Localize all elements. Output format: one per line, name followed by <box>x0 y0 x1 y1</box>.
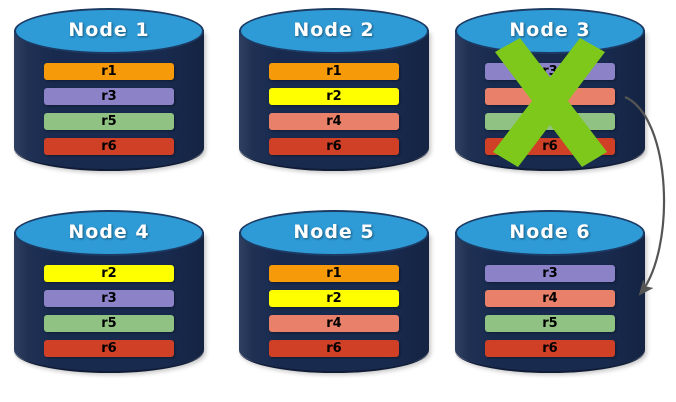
record-bar[interactable]: r2 <box>269 290 399 307</box>
node-3-label: Node 3 <box>509 19 591 41</box>
record-bar[interactable]: r5 <box>485 315 615 332</box>
record-bar[interactable]: r3 <box>485 63 615 80</box>
node-2[interactable]: Node 2 r1 r2 r4 r6 <box>239 8 429 188</box>
node-3-record-list: r3 r4 r5 r6 <box>485 63 615 155</box>
record-bar[interactable]: r3 <box>485 265 615 282</box>
node-1-record-list: r1 r3 r5 r6 <box>44 63 174 155</box>
node-1-label: Node 1 <box>68 19 150 41</box>
record-bar[interactable]: r3 <box>44 88 174 105</box>
record-bar[interactable]: r3 <box>44 290 174 307</box>
node-6[interactable]: Node 6 r3 r4 r5 r6 <box>455 210 645 390</box>
node-4-cylinder-top <box>14 210 204 256</box>
node-5-cylinder-top <box>239 210 429 256</box>
record-bar[interactable]: r4 <box>485 290 615 307</box>
node-5-label: Node 5 <box>293 221 375 243</box>
node-6-cylinder-top <box>455 210 645 256</box>
record-bar[interactable]: r2 <box>44 265 174 282</box>
node-1-cylinder-top <box>14 8 204 54</box>
record-bar[interactable]: r5 <box>485 113 615 130</box>
node-6-label: Node 6 <box>509 221 591 243</box>
node-2-record-list: r1 r2 r4 r6 <box>269 63 399 155</box>
record-bar[interactable]: r4 <box>485 88 615 105</box>
record-bar[interactable]: r6 <box>269 138 399 155</box>
record-bar[interactable]: r2 <box>269 88 399 105</box>
record-bar[interactable]: r6 <box>485 340 615 357</box>
record-bar[interactable]: r1 <box>44 63 174 80</box>
record-bar[interactable]: r5 <box>44 315 174 332</box>
record-bar[interactable]: r4 <box>269 315 399 332</box>
node-2-label: Node 2 <box>293 19 375 41</box>
record-bar[interactable]: r6 <box>485 138 615 155</box>
record-bar[interactable]: r1 <box>269 265 399 282</box>
node-3[interactable]: Node 3 r3 r4 r5 r6 <box>455 8 645 188</box>
record-bar[interactable]: r5 <box>44 113 174 130</box>
record-bar[interactable]: r1 <box>269 63 399 80</box>
record-bar[interactable]: r4 <box>269 113 399 130</box>
node-6-record-list: r3 r4 r5 r6 <box>485 265 615 357</box>
node-5-record-list: r1 r2 r4 r6 <box>269 265 399 357</box>
node-4-label: Node 4 <box>68 221 150 243</box>
node-4-record-list: r2 r3 r5 r6 <box>44 265 174 357</box>
node-5[interactable]: Node 5 r1 r2 r4 r6 <box>239 210 429 390</box>
node-2-cylinder-top <box>239 8 429 54</box>
node-1[interactable]: Node 1 r1 r3 r5 r6 <box>14 8 204 188</box>
record-bar[interactable]: r6 <box>269 340 399 357</box>
record-bar[interactable]: r6 <box>44 340 174 357</box>
record-bar[interactable]: r6 <box>44 138 174 155</box>
node-4[interactable]: Node 4 r2 r3 r5 r6 <box>14 210 204 390</box>
